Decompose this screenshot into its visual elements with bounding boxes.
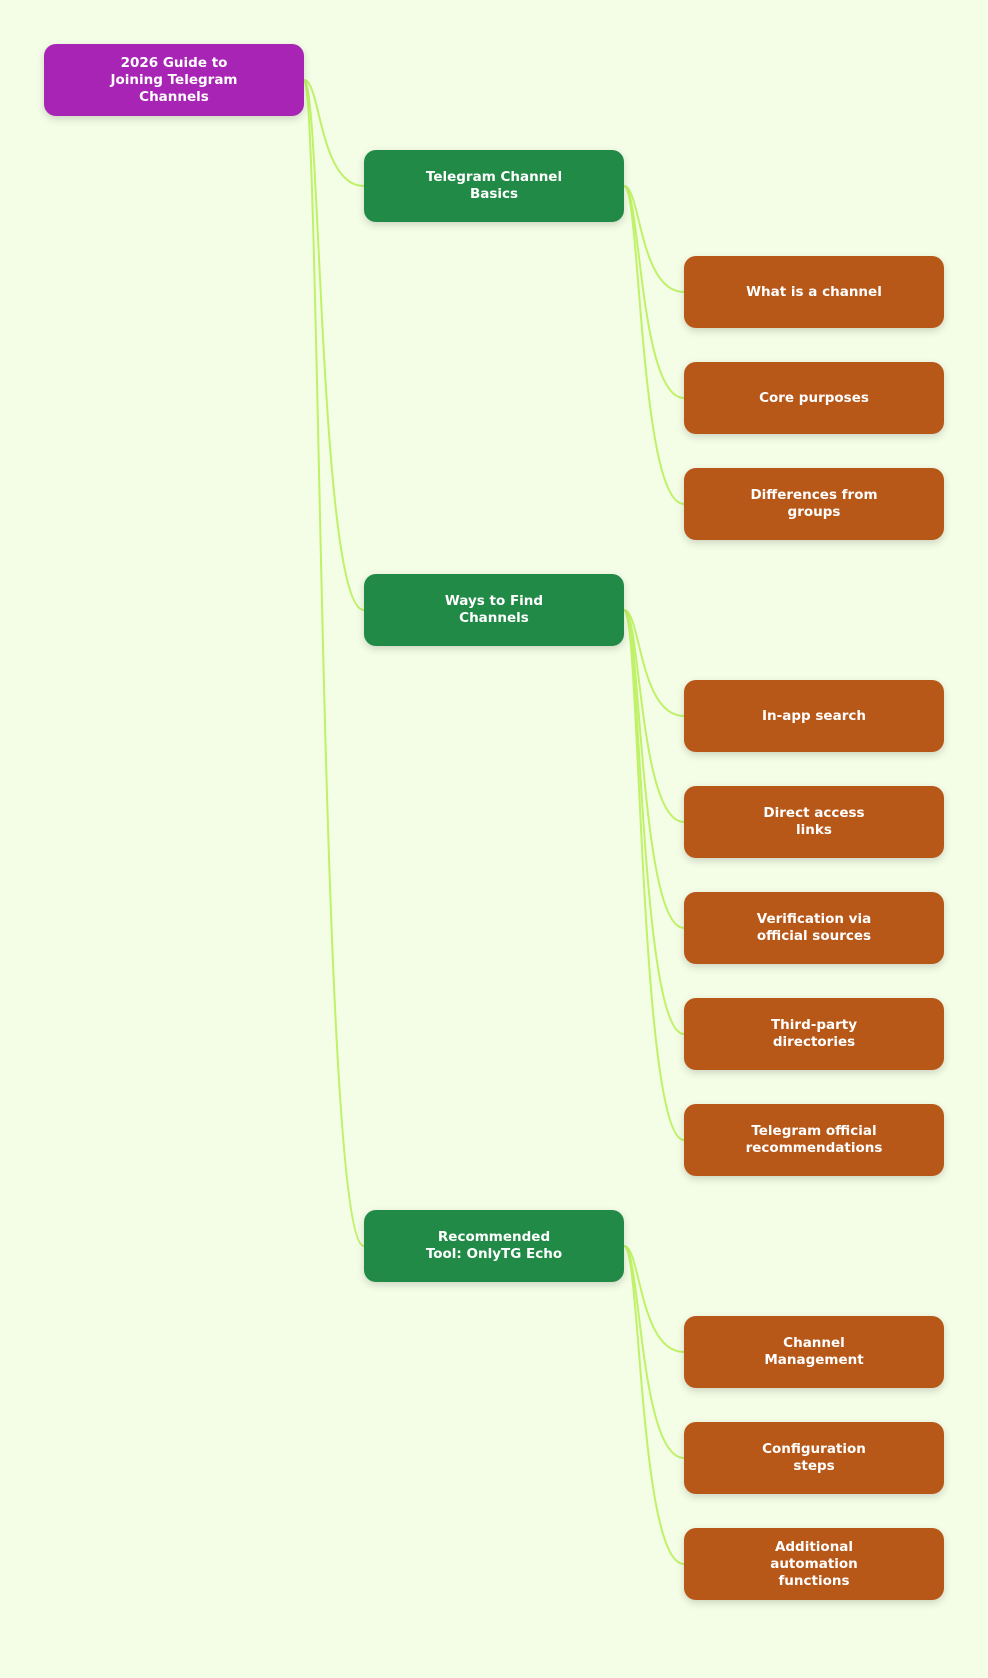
root-node[interactable]: 2026 Guide to Joining Telegram Channels (44, 44, 304, 116)
connector-leaf-node-channel-management (623, 1245, 685, 1353)
leaf-node-label: Differences from groups (750, 487, 878, 520)
branch-node-label: Ways to Find Channels (444, 593, 544, 626)
leaf-node-configuration-steps[interactable]: Configuration steps (684, 1422, 944, 1494)
connector-leaf-node-configuration-steps (623, 1245, 685, 1459)
root-node-label: 2026 Guide to Joining Telegram Channels (110, 54, 238, 105)
connector-leaf-node-what-is-a-channel (623, 185, 685, 293)
leaf-node-label: Core purposes (759, 389, 869, 406)
leaf-node-verification-official-sources[interactable]: Verification via official sources (684, 892, 944, 964)
leaf-node-additional-automation-functions[interactable]: Additional automation functions (684, 1528, 944, 1600)
leaf-node-differences-from-groups[interactable]: Differences from groups (684, 468, 944, 540)
connector-leaf-node-direct-access-links (623, 609, 685, 823)
leaf-node-in-app-search[interactable]: In-app search (684, 680, 944, 752)
leaf-node-label: Verification via official sources (756, 911, 872, 944)
branch-node-recommended-tool[interactable]: Recommended Tool: OnlyTG Echo (364, 1210, 624, 1282)
leaf-node-label: Additional automation functions (770, 1538, 858, 1589)
leaf-node-label: Telegram official recommendations (745, 1123, 883, 1156)
branch-node-ways-to-find[interactable]: Ways to Find Channels (364, 574, 624, 646)
leaf-node-channel-management[interactable]: Channel Management (684, 1316, 944, 1388)
leaf-node-direct-access-links[interactable]: Direct access links (684, 786, 944, 858)
leaf-node-label: Channel Management (764, 1335, 864, 1368)
leaf-node-label: Direct access links (763, 805, 865, 838)
connector-leaf-node-differences-from-groups (623, 185, 685, 505)
branch-node-label: Telegram Channel Basics (425, 169, 563, 202)
connector-leaf-node-additional-automation-functions (623, 1245, 685, 1565)
leaf-node-telegram-official-recommendations[interactable]: Telegram official recommendations (684, 1104, 944, 1176)
connector-branch-node-recommended-tool (303, 79, 365, 1247)
leaf-node-third-party-directories[interactable]: Third-party directories (684, 998, 944, 1070)
leaf-node-label: In-app search (762, 707, 866, 724)
branch-node-basics[interactable]: Telegram Channel Basics (364, 150, 624, 222)
leaf-node-label: Configuration steps (762, 1441, 866, 1474)
connector-leaf-node-core-purposes (623, 185, 685, 399)
leaf-node-core-purposes[interactable]: Core purposes (684, 362, 944, 434)
connector-leaf-node-in-app-search (623, 609, 685, 717)
connector-branch-node-basics (303, 79, 365, 187)
leaf-node-what-is-a-channel[interactable]: What is a channel (684, 256, 944, 328)
connector-branch-node-ways-to-find (303, 79, 365, 611)
branch-node-label: Recommended Tool: OnlyTG Echo (425, 1229, 563, 1262)
leaf-node-label: What is a channel (746, 283, 882, 300)
leaf-node-label: Third-party directories (770, 1017, 858, 1050)
connector-leaf-node-telegram-official-recommendations (623, 609, 685, 1141)
